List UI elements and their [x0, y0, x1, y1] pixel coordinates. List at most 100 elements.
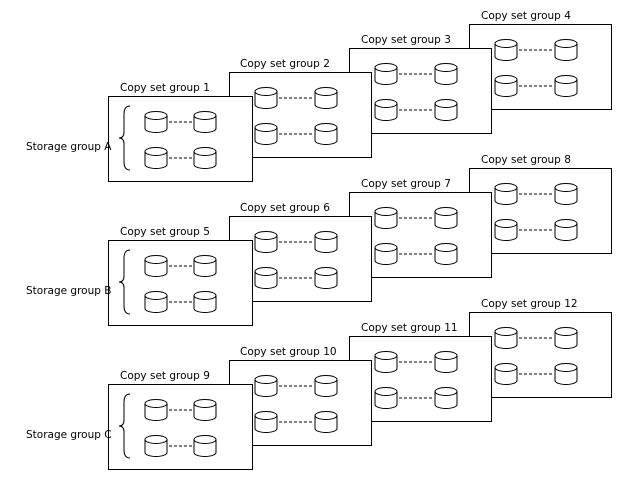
disk-top	[314, 375, 338, 384]
disk-icon	[254, 411, 278, 433]
copy-set-group-label: Copy set group 3	[361, 34, 451, 46]
disk-body	[554, 187, 578, 205]
copy-pair	[374, 351, 458, 373]
copy-set-group-frame	[229, 72, 372, 158]
disk-top	[434, 99, 458, 108]
disk-body	[374, 247, 398, 265]
disk-body	[494, 223, 518, 241]
disk-top	[254, 267, 278, 276]
disk-icon	[494, 219, 518, 241]
disk-top	[254, 87, 278, 96]
copy-pair	[494, 219, 578, 241]
disk-body	[314, 235, 338, 253]
disk-top	[494, 39, 518, 48]
disk-top	[494, 75, 518, 84]
copy-set-group-box: Copy set group 1	[108, 82, 253, 182]
storage-group-brace	[118, 105, 131, 171]
disk-body	[494, 367, 518, 385]
disk-body	[193, 439, 217, 457]
disk-top	[193, 255, 217, 264]
disk-icon	[554, 75, 578, 97]
disk-body	[193, 295, 217, 313]
disk-icon	[434, 243, 458, 265]
disk-icon	[314, 375, 338, 397]
disk-top	[374, 63, 398, 72]
disk-body	[314, 127, 338, 145]
disk-body	[144, 403, 168, 421]
disk-icon	[554, 219, 578, 241]
disk-icon	[434, 99, 458, 121]
copy-pair	[374, 243, 458, 265]
disk-body	[314, 415, 338, 433]
disk-body	[254, 235, 278, 253]
disk-top	[434, 243, 458, 252]
copy-pair	[254, 375, 338, 397]
disk-icon	[193, 111, 217, 133]
copy-pair	[254, 123, 338, 145]
disk-top	[494, 327, 518, 336]
disk-body	[434, 103, 458, 121]
disk-body	[494, 79, 518, 97]
disk-body	[193, 151, 217, 169]
disk-body	[554, 79, 578, 97]
disk-body	[554, 331, 578, 349]
disk-top	[314, 231, 338, 240]
copy-set-group-box: Copy set group 11	[349, 322, 492, 422]
copy-pair	[494, 327, 578, 349]
copy-set-group-frame	[349, 48, 492, 134]
disk-top	[374, 243, 398, 252]
disk-body	[434, 211, 458, 229]
copy-set-group-label: Copy set group 9	[120, 370, 210, 382]
disk-icon	[554, 183, 578, 205]
copy-set-group-label: Copy set group 8	[481, 154, 571, 166]
copy-set-group-frame	[469, 24, 612, 110]
copy-pair	[494, 183, 578, 205]
disk-icon	[314, 267, 338, 289]
disk-top	[193, 147, 217, 156]
disk-icon	[144, 147, 168, 169]
disk-body	[144, 259, 168, 277]
disk-top	[193, 291, 217, 300]
disk-icon	[314, 87, 338, 109]
disk-icon	[314, 411, 338, 433]
disk-body	[554, 223, 578, 241]
disk-icon	[254, 267, 278, 289]
disk-body	[494, 187, 518, 205]
disk-top	[144, 255, 168, 264]
disk-body	[314, 271, 338, 289]
disk-top	[314, 123, 338, 132]
disk-icon	[374, 387, 398, 409]
copy-pair	[374, 207, 458, 229]
disk-top	[554, 75, 578, 84]
copy-set-group-label: Copy set group 5	[120, 226, 210, 238]
disk-top	[434, 207, 458, 216]
copy-set-group-box: Copy set group 5	[108, 226, 253, 326]
disk-top	[554, 219, 578, 228]
storage-group-label: Storage group C	[26, 429, 112, 441]
disk-body	[494, 43, 518, 61]
copy-set-group-label: Copy set group 1	[120, 82, 210, 94]
disk-icon	[434, 387, 458, 409]
disk-body	[193, 403, 217, 421]
disk-top	[314, 267, 338, 276]
disk-body	[144, 295, 168, 313]
copy-pair	[144, 255, 217, 277]
copy-pair	[494, 39, 578, 61]
copy-pair	[374, 387, 458, 409]
copy-pair	[144, 111, 217, 133]
disk-body	[144, 439, 168, 457]
disk-top	[494, 183, 518, 192]
copy-set-group-frame	[349, 192, 492, 278]
copy-set-group-label: Copy set group 4	[481, 10, 571, 22]
disk-top	[374, 351, 398, 360]
disk-body	[254, 127, 278, 145]
copy-set-group-box: Copy set group 8	[469, 154, 612, 254]
disk-body	[254, 379, 278, 397]
disk-top	[554, 363, 578, 372]
disk-body	[374, 391, 398, 409]
disk-body	[434, 247, 458, 265]
